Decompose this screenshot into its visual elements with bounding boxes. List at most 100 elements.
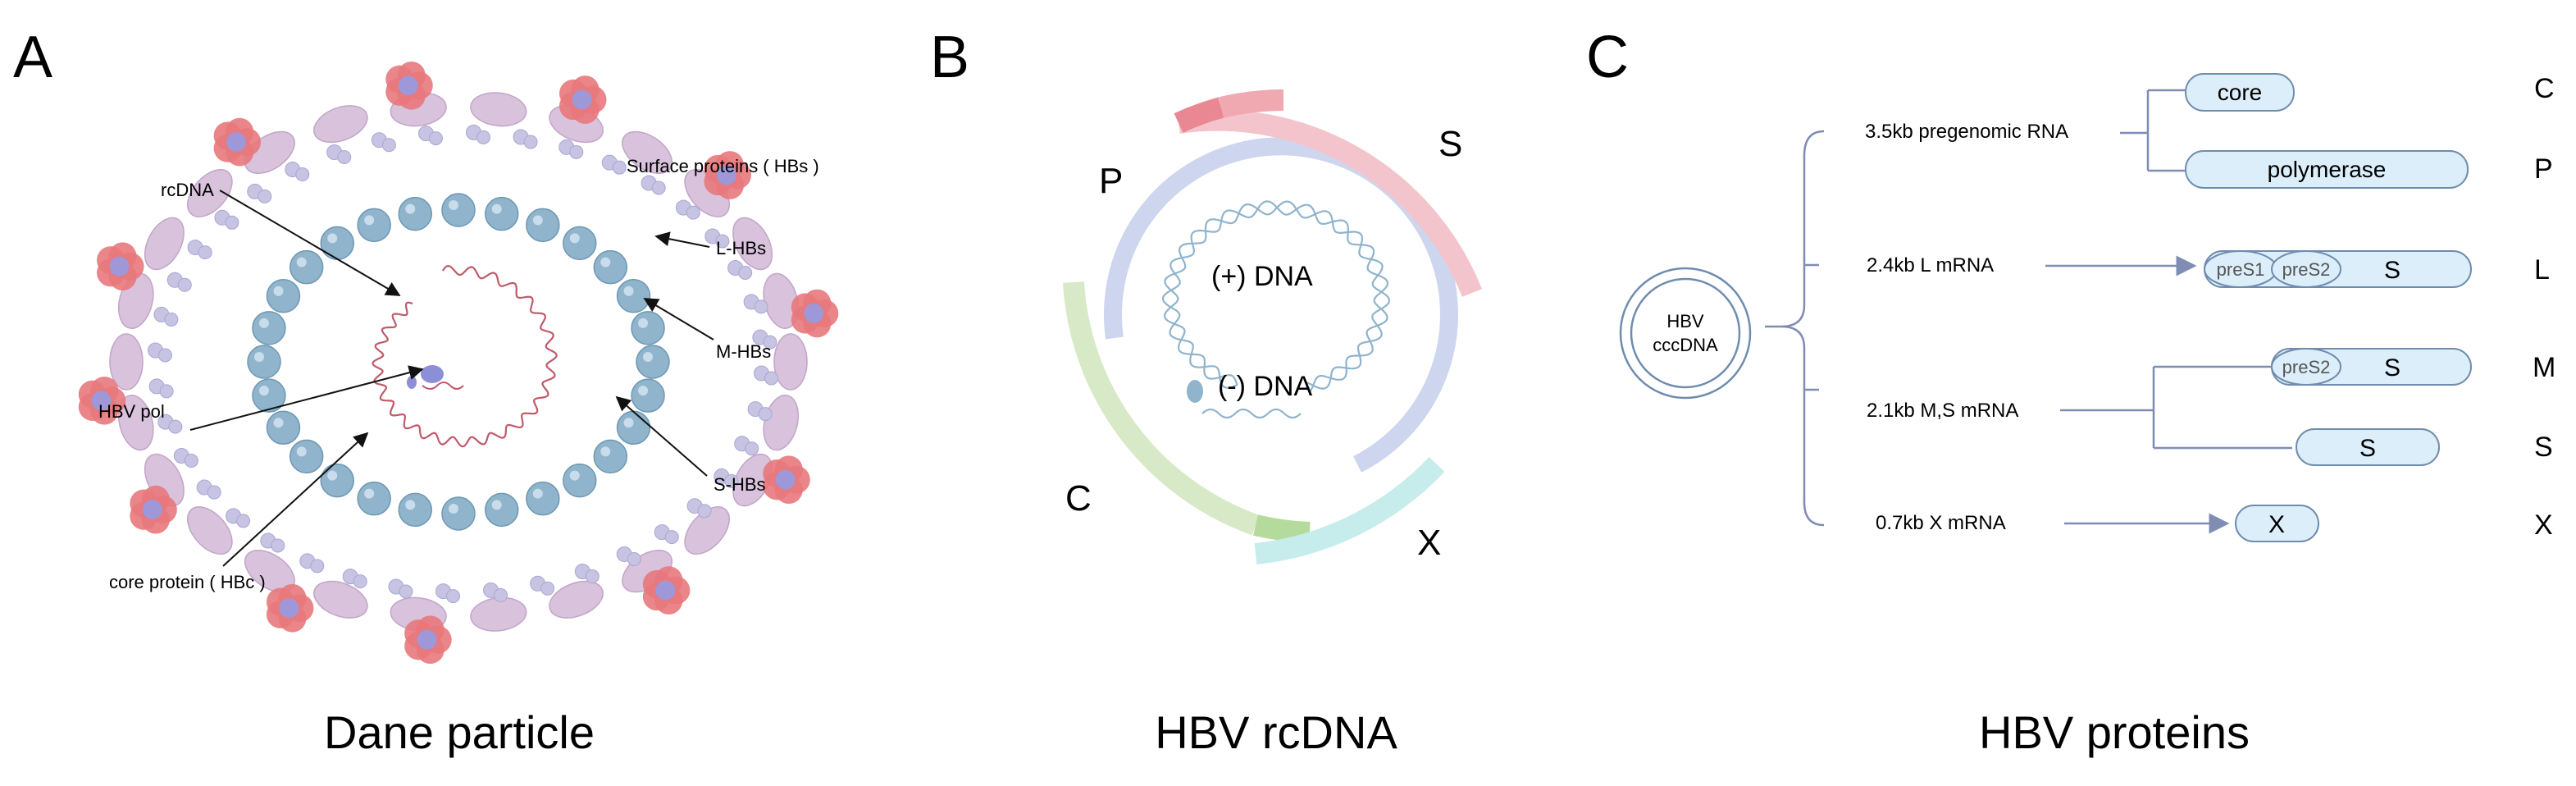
l-hbs-center [716,165,736,185]
core-protein-highlight [638,318,649,328]
surface-bead [686,205,700,220]
core-protein-sphere [320,463,354,498]
surface-bead [651,181,666,195]
l-mrna-label: 2.4kb L mRNA [1867,254,1994,276]
panel-c: C HBV cccDNA 3.5kb pregenomic RNA 2.4kb … [1586,25,2555,758]
s-hbs-arrow [615,395,708,477]
l-hbs-center [142,500,162,520]
l-hbs-center [398,75,418,96]
surface-bead [353,574,367,589]
l-hbs-center [655,580,676,601]
core-protein-sphere [563,226,597,261]
m-pres2-label: preS2 [2282,357,2331,377]
core-protein-highlight [327,470,338,481]
core-protein-sphere [252,311,286,345]
surface-bead [168,419,183,434]
core-protein-sphere [441,193,476,227]
surface-protein-blob [470,92,527,127]
l-hbs-center [804,303,824,323]
core-protein-sphere [357,208,391,243]
protein-letter-l: L [2534,254,2550,286]
surface-bead [399,584,413,599]
surface-bead [715,234,730,249]
surface-protein-blob [187,506,233,555]
surface-bead [310,559,325,574]
core-protein-sphere [289,439,324,474]
surface-bead [157,348,172,363]
l-hbs-center [91,391,112,411]
surface-protein-blob [313,105,368,144]
s-hbs-label: S-HBs [714,474,766,495]
core-protein-sphere [593,439,628,474]
plus-dna-label: (+) DNA [1211,261,1313,292]
panel-a-letter: A [13,25,52,90]
core-protein-highlight [364,488,375,499]
hbv-pol-tail [422,382,464,390]
cccdna-label-line2: cccDNA [1653,335,1718,355]
l-hbs-cluster-ring [78,61,839,665]
core-protein-sphere [398,196,433,231]
panel-c-letter: C [1586,25,1629,90]
surface-protein-blob [144,217,185,271]
hbv-pol-blob-small [407,376,417,389]
surface-bead [724,473,739,488]
surface-bead [738,266,753,281]
surface-bead [337,149,352,164]
core-protein-highlight [364,215,375,226]
m-pres2-domain [2271,348,2341,386]
polymerase-primer-blob [1187,380,1203,403]
protein-letter-m: M [2533,352,2555,383]
core-protein-box-label: core [2218,80,2262,105]
surface-bead [494,587,508,602]
core-protein-highlight [449,200,458,210]
core-protein-highlight [638,386,649,396]
core-protein-highlight [327,233,338,244]
surface-protein-blob [773,333,808,391]
cccdna-outer-circle [1619,267,1752,400]
surface-bead [159,384,174,399]
minus-dna-label: (-) DNA [1218,371,1313,402]
minus-dna-tail [1201,408,1302,419]
core-protein-sphere [526,481,560,516]
l-pres1-label: preS1 [2217,259,2265,280]
surface-bead [258,189,272,203]
hbv-pol-arrow [189,365,424,431]
core-protein-label: core protein ( HBc ) [109,572,266,592]
m-s-domain-label: S [2384,354,2400,382]
s-hbs-box-label: S [2359,435,2376,462]
surface-bead [754,299,768,314]
core-protein-sphere [631,378,665,413]
l-hbs-center [572,89,592,110]
surface-bead [764,371,779,386]
ms-mrna-bracket [2060,365,2292,450]
core-protein-ring [247,193,670,531]
core-protein-highlight [532,215,543,226]
s-gene-arc [1177,109,1483,297]
surface-bead [225,215,239,230]
core-protein-sphere [484,492,519,528]
core-protein-highlight [405,203,416,214]
surface-protein-blob [549,580,604,619]
l-hbs-arrow [654,231,710,248]
l-s-domain-label: S [2384,257,2400,284]
l-hbs-center [417,629,437,650]
surface-bead [184,453,198,468]
surface-bead [763,335,777,350]
surface-protein-blob [109,333,144,391]
core-protein-highlight [273,286,284,296]
surface-bead [198,245,212,260]
core-protein-sphere [593,249,628,285]
ms-mrna-label: 2.1kb M,S mRNA [1867,400,2018,422]
core-protein-highlight [405,500,416,510]
surface-bead [381,138,396,153]
surface-proteins-label: Surface proteins ( HBs ) [627,156,819,176]
core-protein-highlight [643,352,653,362]
cccdna-inner-circle [1630,277,1741,389]
surface-bead [697,504,712,519]
p-gene-label: P [1099,161,1123,201]
m-hbs-arrow [643,298,714,340]
surface-bead [207,485,221,500]
surface-protein-blob [763,395,800,451]
x-protein-box [2235,505,2319,542]
